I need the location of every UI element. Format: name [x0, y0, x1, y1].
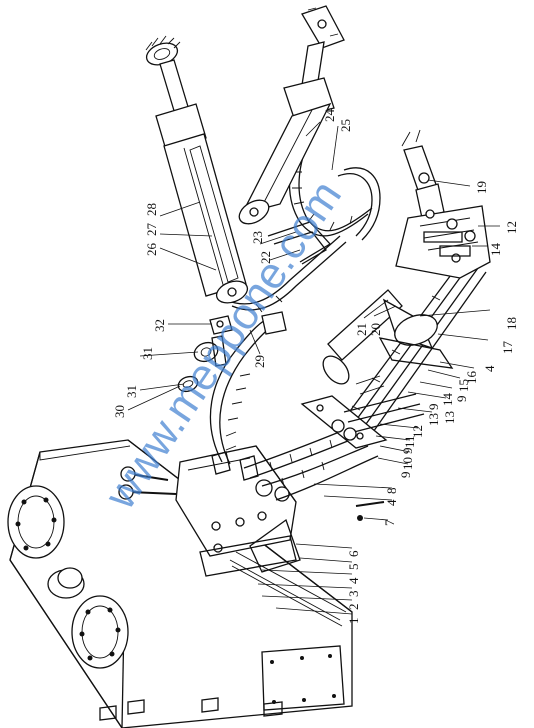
part-label-13: 13	[426, 413, 441, 426]
lift-cylinder-left	[145, 35, 249, 304]
part-label-25: 25	[338, 119, 353, 132]
part-label-30: 30	[112, 405, 127, 418]
part-label-6: 6	[346, 550, 361, 557]
part-label-9: 9	[398, 472, 413, 479]
part-label-9: 9	[454, 396, 469, 403]
part-label-23: 23	[250, 231, 265, 244]
part-label-12: 12	[504, 221, 519, 234]
part-label-17: 17	[500, 341, 515, 355]
part-label-15: 15	[456, 379, 471, 392]
hose-fittings	[177, 311, 287, 393]
hose-clamp-plate	[300, 393, 425, 521]
part-label-20: 20	[368, 323, 383, 336]
part-label-32: 32	[152, 319, 167, 332]
part-label-28: 28	[144, 203, 159, 216]
control-valve-block	[118, 445, 301, 577]
lift-cylinder-right	[238, 5, 345, 225]
part-label-14: 14	[488, 243, 503, 257]
part-label-9: 9	[426, 404, 441, 411]
part-label-8: 8	[384, 488, 399, 495]
leader-lines	[127, 121, 500, 615]
part-label-9: 9	[400, 448, 415, 455]
part-label-18: 18	[504, 317, 519, 330]
part-label-7: 7	[382, 519, 397, 526]
part-label-2: 2	[346, 604, 361, 611]
part-label-31: 31	[124, 385, 139, 398]
distribution-block	[395, 205, 491, 279]
part-label-11: 11	[402, 435, 417, 448]
part-label-22: 22	[258, 251, 273, 264]
clevis-bracket	[401, 129, 445, 219]
part-label-4: 4	[346, 577, 361, 584]
part-label-21: 21	[354, 323, 369, 336]
part-label-19: 19	[474, 181, 489, 194]
part-label-31: 31	[140, 347, 155, 360]
part-number-labels: 1 2 3 4 5 6 7 4 8 9 10 9 11 12 13 9 14 1…	[112, 109, 519, 625]
part-label-10: 10	[400, 457, 415, 470]
part-label-12: 12	[410, 425, 425, 438]
part-label-14: 14	[440, 393, 455, 407]
part-label-13: 13	[442, 411, 457, 424]
part-label-5: 5	[346, 564, 361, 571]
hydraulic-tank	[7, 439, 353, 728]
part-label-1: 1	[346, 618, 361, 625]
part-label-4: 4	[384, 499, 399, 506]
part-label-27: 27	[144, 223, 159, 237]
part-label-4: 4	[482, 365, 497, 372]
part-label-26: 26	[144, 243, 159, 257]
part-label-29: 29	[252, 355, 267, 368]
part-label-24: 24	[322, 109, 337, 123]
part-label-16: 16	[464, 371, 479, 385]
tilt-cylinder	[322, 289, 454, 395]
part-label-3: 3	[346, 591, 361, 598]
